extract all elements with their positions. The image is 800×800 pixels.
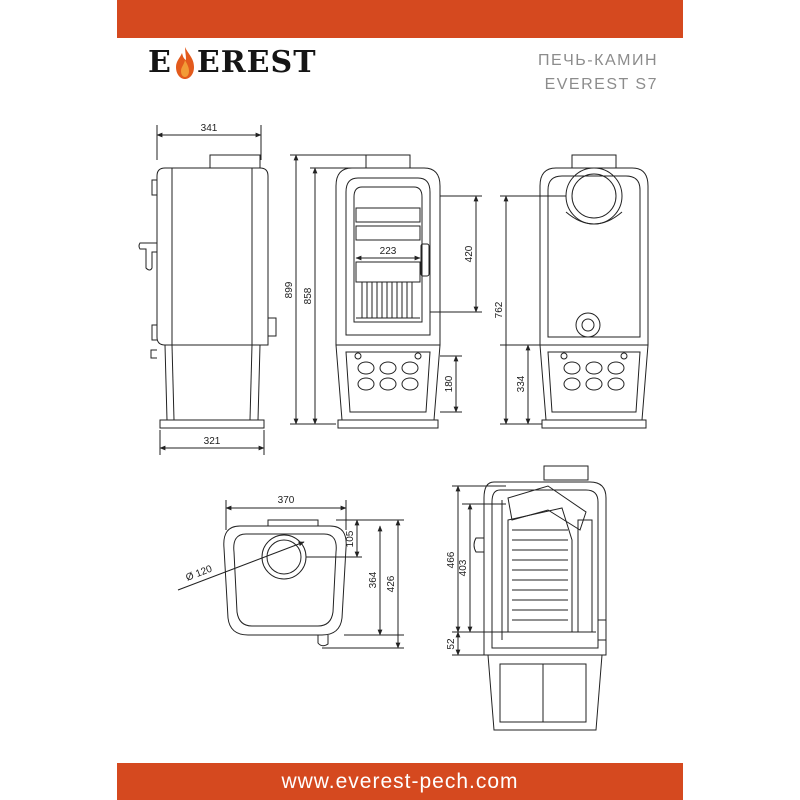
side-body xyxy=(156,167,269,346)
side-plinth xyxy=(159,419,265,429)
dim-flue-diameter: Ø 120 xyxy=(184,563,214,583)
side-door-handle xyxy=(138,242,157,271)
rear-air-intake xyxy=(575,312,601,338)
top-flue-opening xyxy=(261,534,307,580)
dim-grate-height: 52 xyxy=(446,638,457,650)
section-flue-collar xyxy=(543,465,589,481)
front-base xyxy=(335,344,441,421)
rear-body xyxy=(539,167,649,346)
dim-top-depth-outer: 426 xyxy=(386,575,397,592)
front-view xyxy=(290,154,482,429)
website-url: www.everest-pech.com xyxy=(281,770,519,793)
brand-logo: E EREST xyxy=(148,41,317,85)
section-body xyxy=(483,481,607,656)
rear-flue-collar xyxy=(571,154,617,169)
rear-view xyxy=(500,154,649,429)
dim-flue-offset: 105 xyxy=(345,530,356,547)
product-model: EVEREST S7 xyxy=(544,76,658,93)
section-door-handle xyxy=(473,537,484,553)
dim-side-base-width: 321 xyxy=(204,436,221,447)
top-band xyxy=(117,0,683,38)
front-door-glass xyxy=(353,186,423,323)
side-rear-knob xyxy=(268,317,277,337)
dim-rear-upper-height: 762 xyxy=(494,301,505,318)
section-firebox-ribs xyxy=(512,529,568,621)
front-plinth xyxy=(337,419,439,429)
front-flue-collar xyxy=(365,154,411,169)
dim-rear-lower-height: 334 xyxy=(516,375,527,392)
top-body xyxy=(223,525,347,636)
rear-base xyxy=(539,344,649,421)
dim-section-height: 466 xyxy=(446,551,457,568)
section-firebox xyxy=(507,507,573,633)
dim-side-top-width: 341 xyxy=(201,123,218,134)
dim-ashpan-height: 180 xyxy=(444,375,455,392)
rear-plinth xyxy=(541,419,647,429)
dim-top-depth-inner: 364 xyxy=(368,571,379,588)
section-baffle xyxy=(507,485,587,531)
section-base xyxy=(487,654,603,731)
top-knob xyxy=(317,635,329,647)
side-flue-collar xyxy=(209,154,261,169)
dim-firebox-height: 403 xyxy=(458,559,469,576)
product-type: ПЕЧЬ-КАМИН xyxy=(537,52,658,69)
dim-body-height: 858 xyxy=(303,287,314,304)
brand-name-prefix: E xyxy=(148,45,172,80)
top-view xyxy=(177,500,404,649)
dim-total-height: 899 xyxy=(284,281,295,298)
front-grate xyxy=(356,282,420,319)
front-door-handle xyxy=(420,243,430,277)
rear-vent-holes xyxy=(563,361,625,391)
top-flue-collar xyxy=(267,519,319,527)
dim-door-height: 420 xyxy=(464,245,475,262)
front-vent-holes xyxy=(357,361,419,391)
bottom-band xyxy=(117,763,683,800)
side-base xyxy=(164,344,261,421)
dim-door-width: 223 xyxy=(380,246,397,257)
flame-icon xyxy=(175,47,194,79)
dim-top-width: 370 xyxy=(278,495,295,506)
side-view xyxy=(138,125,277,455)
brand-name-suffix: EREST xyxy=(196,45,317,80)
section-view xyxy=(452,465,607,731)
